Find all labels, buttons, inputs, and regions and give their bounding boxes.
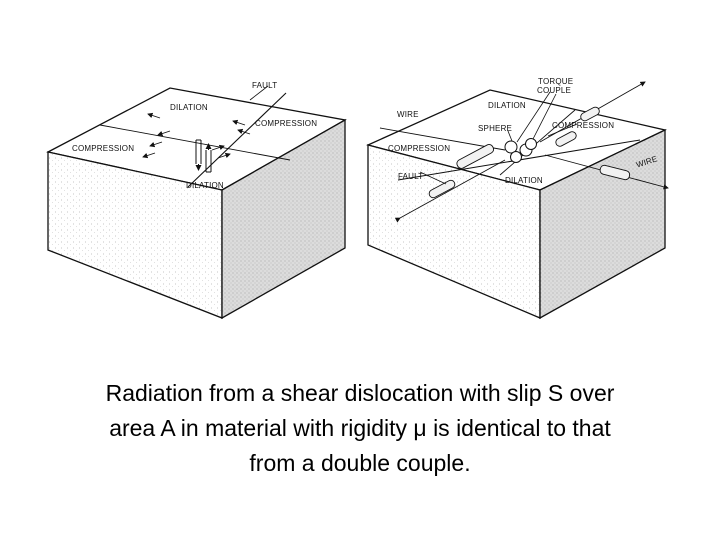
right-label-compression-right: COMPRESSION: [552, 121, 614, 130]
right-label-dilation-top: DILATION: [488, 101, 526, 110]
left-block: FAULT DILATION COMPRESSION COMPRESSION D…: [48, 81, 345, 318]
left-label-compression-left: COMPRESSION: [72, 144, 134, 153]
caption-line-3: from a double couple.: [20, 446, 700, 481]
right-block: TORQUE COUPLE DILATION WIRE SPHERE COMPR…: [368, 77, 668, 318]
caption-line-1: Radiation from a shear dislocation with …: [20, 376, 700, 411]
right-label-compression-left: COMPRESSION: [388, 144, 450, 153]
right-label-sphere: SPHERE: [478, 124, 512, 133]
fault-diagram: FAULT DILATION COMPRESSION COMPRESSION D…: [0, 0, 720, 360]
left-label-dilation-bottom: DILATION: [186, 181, 224, 190]
left-label-fault: FAULT: [252, 81, 277, 90]
right-label-fault: FAULT: [398, 172, 423, 181]
caption-line-2: area A in material with rigidity μ is id…: [20, 411, 700, 446]
left-label-dilation-top: DILATION: [170, 103, 208, 112]
left-label-compression-right: COMPRESSION: [255, 119, 317, 128]
caption: Radiation from a shear dislocation with …: [20, 376, 700, 481]
right-label-torque-1: TORQUE: [538, 77, 573, 86]
right-label-torque-2: COUPLE: [537, 86, 571, 95]
right-label-wire-left: WIRE: [397, 110, 419, 119]
right-label-dilation-bottom: DILATION: [505, 176, 543, 185]
